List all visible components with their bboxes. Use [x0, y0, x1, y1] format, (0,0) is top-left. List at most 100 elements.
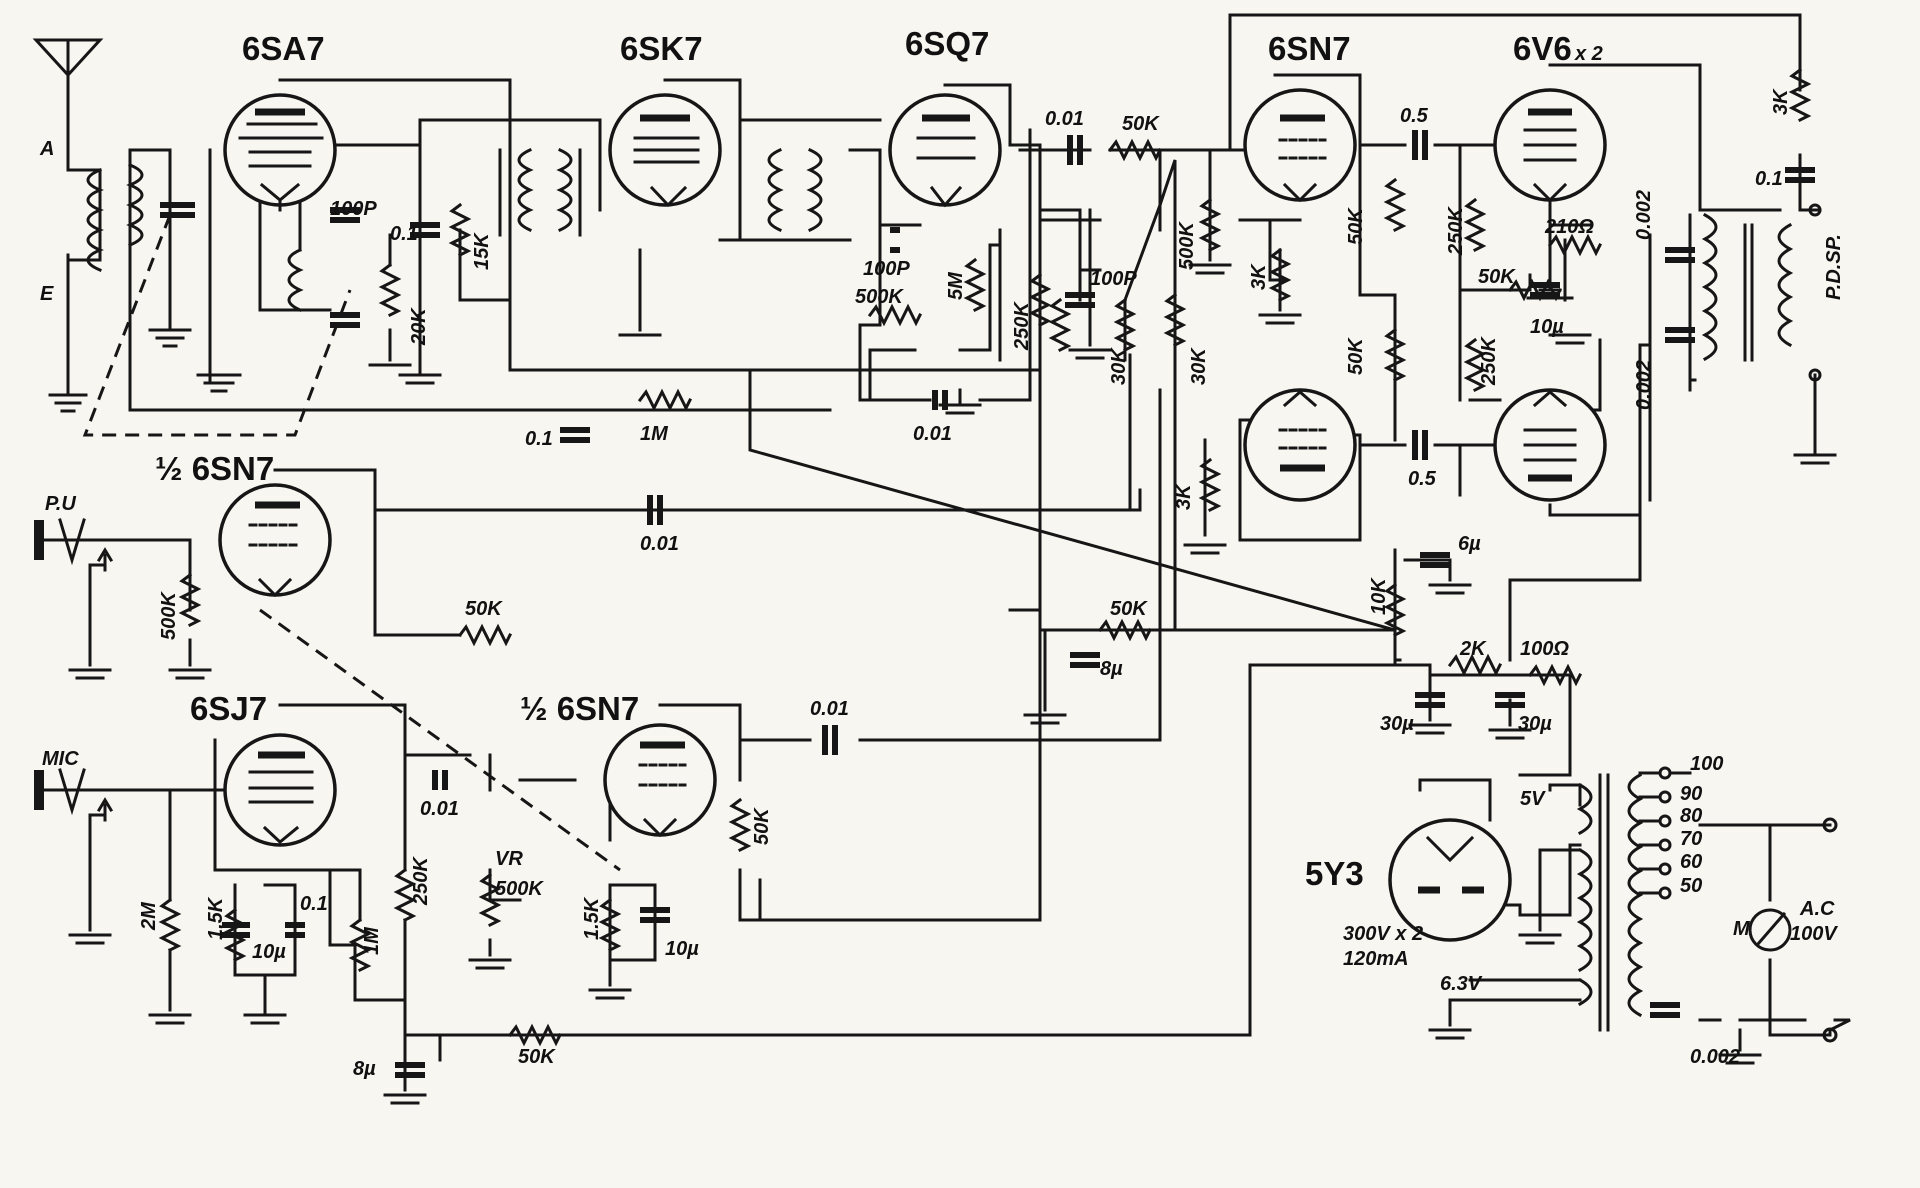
label-tube-half-6sn7-b: ½ 6SN7 — [520, 690, 639, 727]
label-c-0002-b: 0.002 — [1633, 360, 1655, 410]
label-tap-100: 100 — [1690, 753, 1723, 775]
label-tube-6sq7: 6SQ7 — [905, 25, 989, 62]
tube-6sq7 — [888, 93, 1002, 208]
label-hv-rating: 300V x 2 — [1343, 923, 1423, 945]
label-tap-80: 80 — [1680, 805, 1702, 827]
label-r-50k-e: 50K — [465, 598, 503, 620]
label-c-001-d: 0.01 — [420, 798, 459, 820]
tube-6sn7-upper — [1243, 88, 1357, 203]
label-r-15k: 15K — [471, 232, 493, 270]
label-c-05-a: 0.5 — [1400, 105, 1429, 127]
circuit-wiring — [32, 13, 1851, 1105]
tube-6sj7 — [223, 733, 337, 847]
label-vr-value: 500K — [495, 878, 544, 900]
output-transformer — [1701, 212, 1794, 362]
ac-meter — [1748, 908, 1792, 952]
label-r-1m-b: 1M — [361, 926, 383, 955]
label-r-3k-c: 3K — [1770, 88, 1792, 115]
mic-jack — [34, 768, 114, 822]
label-r-50k-a: 50K — [1122, 113, 1160, 135]
label-r-50k-b: 50K — [1345, 207, 1367, 245]
label-r-500k-pu: 500K — [158, 591, 180, 640]
tube-half-6sn7-pu — [218, 483, 332, 598]
label-r-2m: 2M — [138, 901, 160, 931]
label-c-100p-det: 100P — [863, 258, 910, 280]
label-c-001-e: 0.01 — [810, 698, 849, 720]
ac-input-terminals — [1808, 203, 1838, 1043]
label-speaker: P.D.SP. — [1823, 234, 1845, 300]
label-antenna: A — [39, 138, 54, 160]
label-r-2k: 2K — [1459, 638, 1487, 660]
label-r-50k-h: 50K — [518, 1046, 556, 1068]
if-transformer-1 — [517, 148, 573, 232]
label-heater: 6.3V — [1440, 973, 1483, 995]
label-c-6u: 6µ — [1458, 533, 1481, 555]
label-r-50k-f: 50K — [1110, 598, 1148, 620]
label-tube-5y3: 5Y3 — [1305, 855, 1364, 892]
label-r-250k-c: 250K — [1478, 336, 1500, 386]
tube-5y3-rectifier — [1388, 818, 1512, 942]
label-r-30k-a: 30K — [1108, 347, 1130, 385]
label-mic: MIC — [42, 748, 79, 770]
label-r-5m: 5M — [945, 271, 967, 300]
label-c-10u-b: 10µ — [252, 941, 286, 963]
label-c-8u-b: 8µ — [353, 1058, 376, 1080]
tube-6sa7 — [223, 93, 337, 212]
label-r-1-5k-b: 1.5K — [581, 896, 603, 940]
label-tube-6sa7: 6SA7 — [242, 30, 325, 67]
label-tube-half-6sn7-a: ½ 6SN7 — [155, 450, 274, 487]
label-r-250k-d: 250K — [410, 856, 432, 906]
label-c-001-b: 0.01 — [913, 423, 952, 445]
label-c-001-a: 0.01 — [1045, 108, 1084, 130]
label-r-50k-c: 50K — [1345, 337, 1367, 375]
label-c-05-b: 0.5 — [1408, 468, 1437, 490]
label-c-30u-a: 30µ — [1380, 713, 1414, 735]
label-c-01-spk: 0.1 — [1755, 168, 1783, 190]
resistors — [158, 67, 1812, 1047]
label-r-3k-a: 3K — [1248, 263, 1270, 290]
label-r-210: 210Ω — [1544, 216, 1594, 238]
tube-6sn7-lower — [1243, 388, 1357, 502]
label-tap-50: 50 — [1680, 875, 1702, 897]
label-earth: E — [40, 283, 54, 305]
label-r-500k-vol: 500K — [855, 286, 904, 308]
label-tube-6v6-count: x 2 — [1574, 43, 1603, 65]
label-c-0002-c: 0.002 — [1690, 1046, 1740, 1068]
label-r-30k-b: 30K — [1188, 347, 1210, 385]
tube-6v6-upper — [1493, 88, 1607, 203]
label-r-100: 100Ω — [1520, 638, 1569, 660]
label-ac-in: A.C — [1799, 898, 1835, 920]
label-tube-6sn7: 6SN7 — [1268, 30, 1351, 67]
if-transformer-2 — [767, 148, 823, 232]
label-tap-70: 70 — [1680, 828, 1702, 850]
label-meter: M — [1733, 918, 1751, 940]
label-r-20k: 20K — [408, 307, 430, 346]
label-c-01-c: 0.1 — [300, 893, 328, 915]
power-transformer — [1576, 766, 1672, 1032]
tube-6sk7 — [608, 93, 722, 208]
label-r-3k-b: 3K — [1173, 483, 1195, 510]
label-c-10u-a: 10µ — [1530, 316, 1564, 338]
label-r-50k-g: 50K — [751, 807, 773, 845]
label-c-0002-a: 0.002 — [1633, 190, 1655, 240]
pickup-jack — [34, 518, 114, 572]
label-r-50k-d: 50K — [1478, 266, 1516, 288]
label-vr: VR — [495, 848, 523, 870]
label-c-8u-a: 8µ — [1100, 658, 1123, 680]
label-c-30u-b: 30µ — [1518, 713, 1552, 735]
label-r-500k-b: 500K — [1176, 221, 1198, 270]
gang-tuning-link — [82, 214, 352, 437]
label-r-1m: 1M — [640, 423, 669, 445]
label-tube-6v6: 6V6 — [1513, 30, 1572, 67]
label-c-01-osc: 0.1 — [390, 223, 418, 245]
oscillator-coil — [287, 248, 304, 312]
tube-6v6-lower — [1493, 388, 1607, 502]
capacitors — [160, 130, 1815, 1078]
label-rect-heater: 5V — [1520, 788, 1546, 810]
label-tap-60: 60 — [1680, 851, 1702, 873]
label-c-01-b: 0.1 — [525, 428, 553, 450]
tube-half-6sn7-mic — [603, 723, 717, 838]
label-hv-current: 120mA — [1343, 948, 1409, 970]
label-r-250k-b: 250K — [1445, 206, 1467, 256]
label-tap-90: 90 — [1680, 783, 1702, 805]
